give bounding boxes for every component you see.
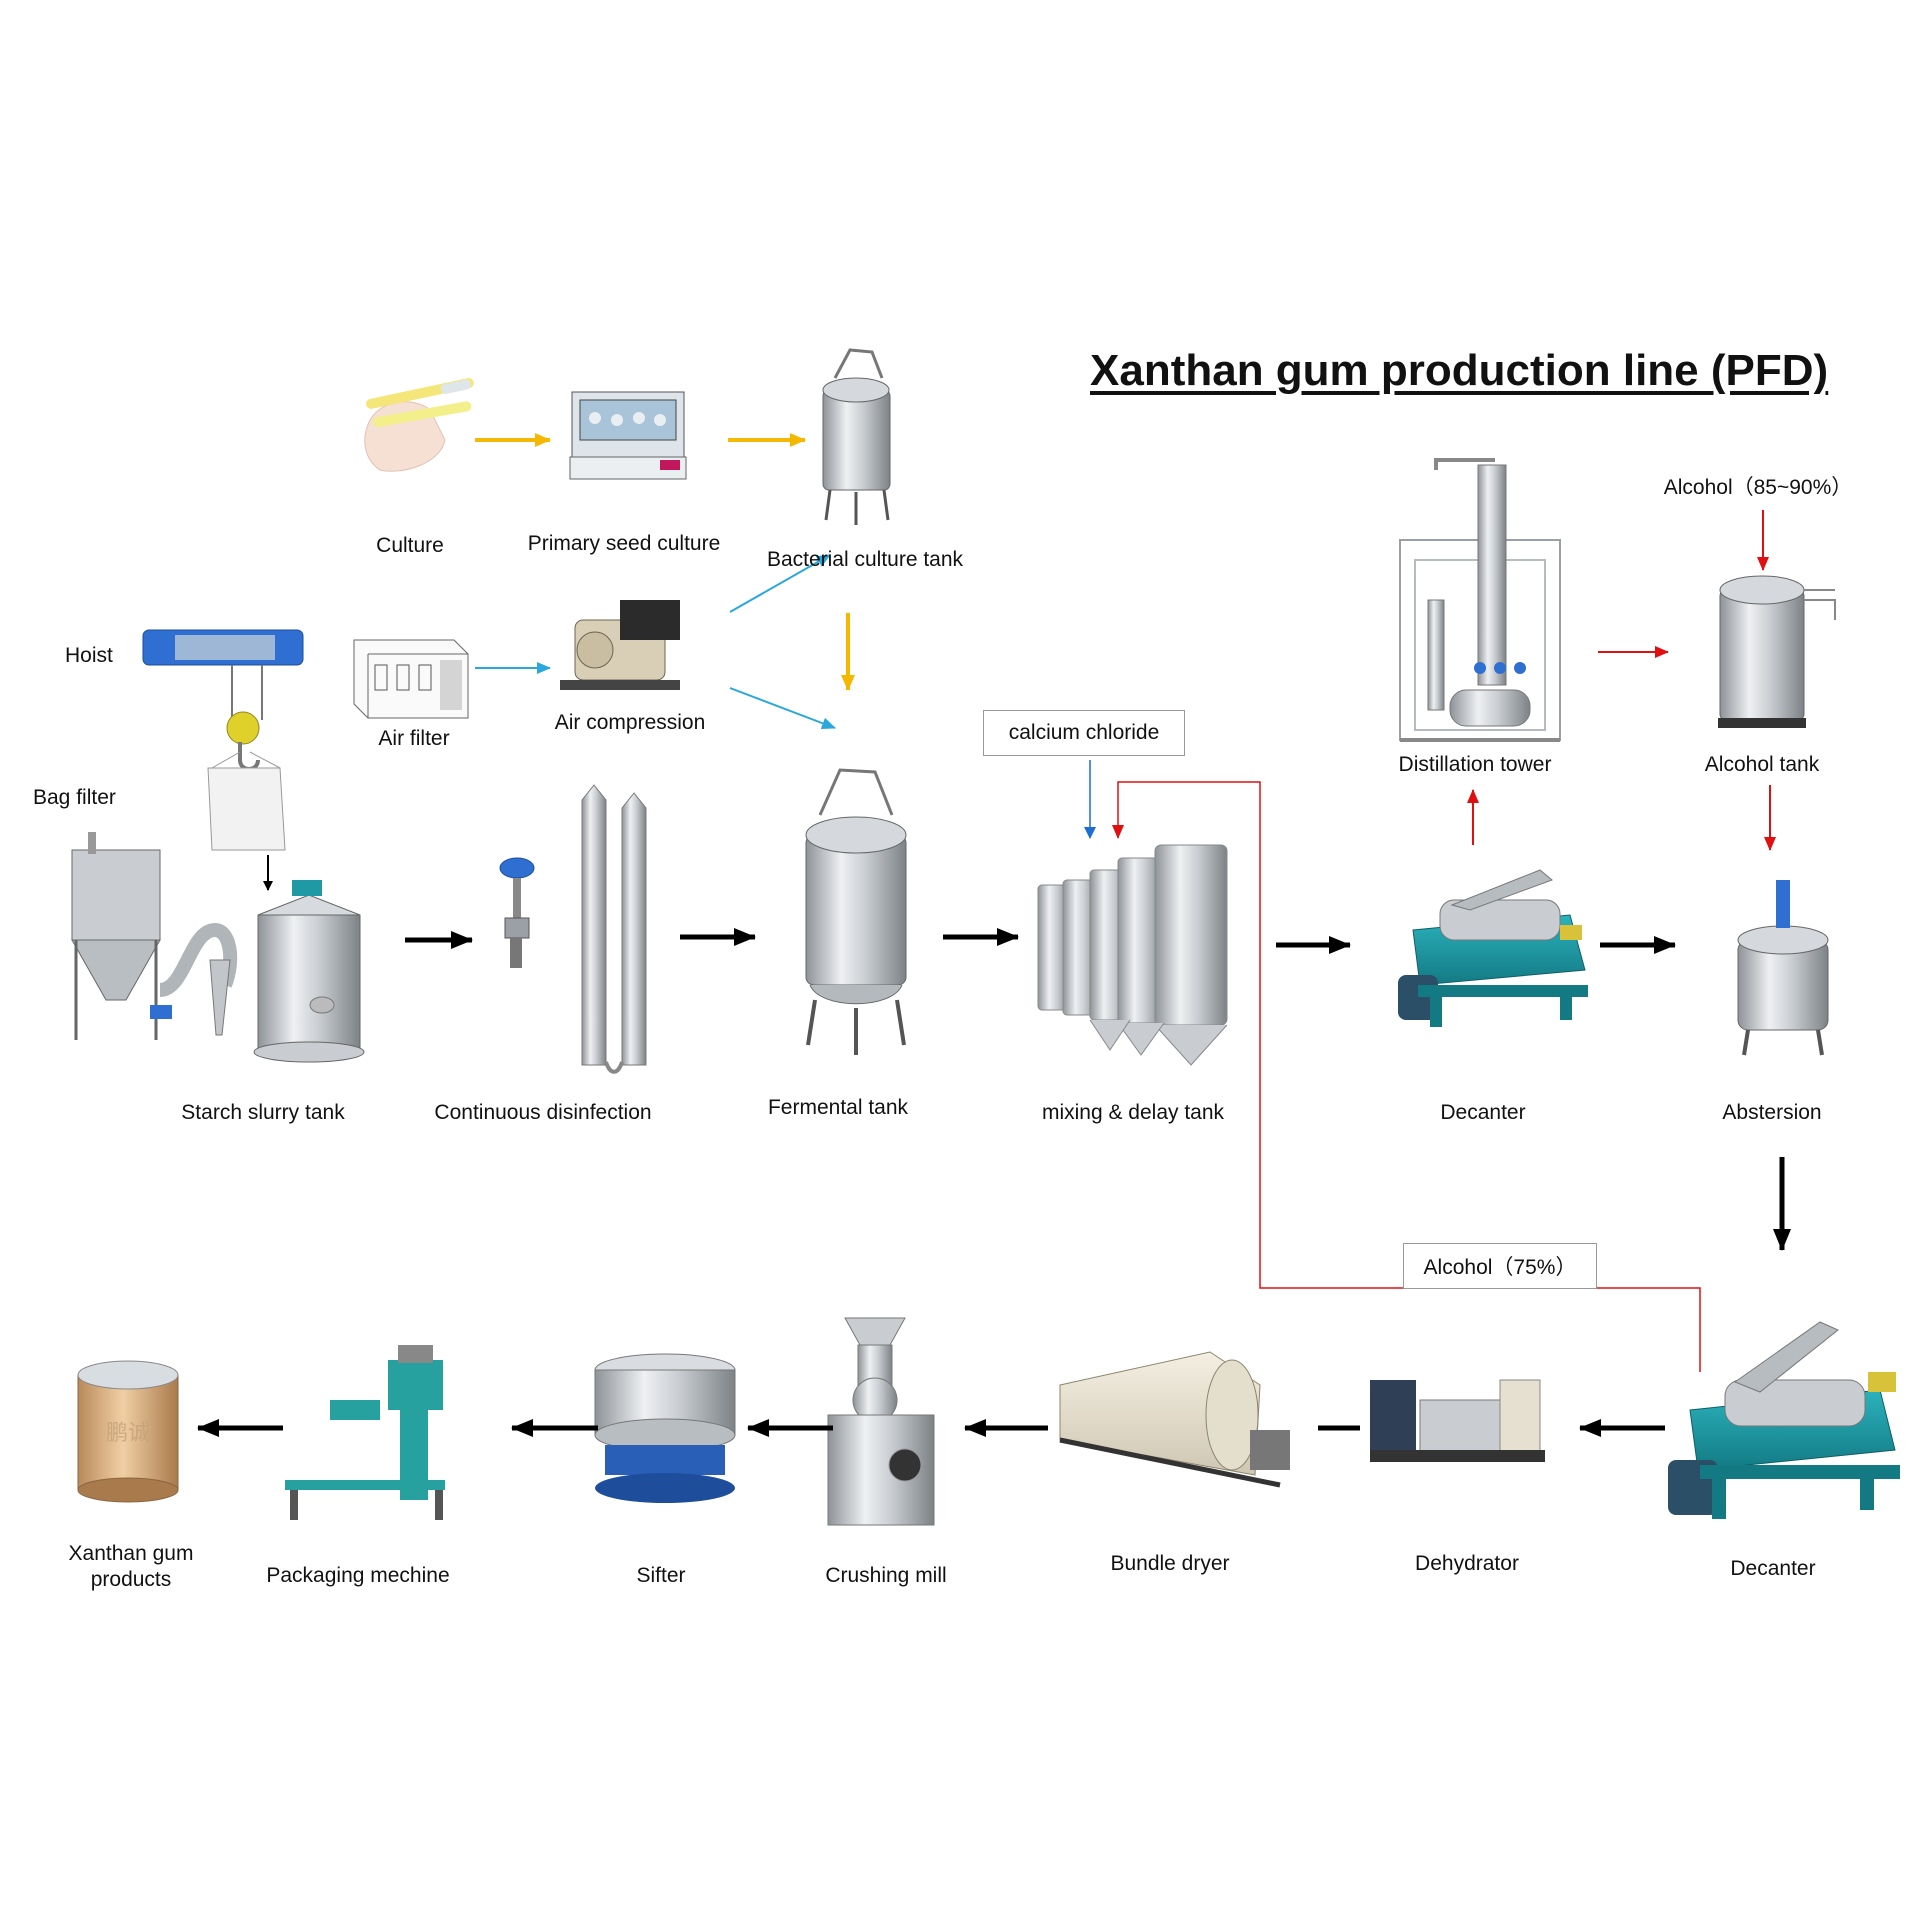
continuous-disinfection-illustration [581,784,647,1074]
abstersion-tank-illustration [1737,880,1829,1056]
bacterial-culture-tank-illustration [822,348,891,525]
alcohol-75-return-line [1112,781,1701,1372]
alcohol-tank-illustration [1718,575,1836,728]
label-dehydrator: Dehydrator [1415,1552,1519,1575]
bundle-dryer-illustration [1059,1351,1290,1488]
control-valve-illustration [499,857,535,968]
label-primary-seed-culture: Primary seed culture [527,532,721,555]
label-air-compression: Air compression [554,711,706,734]
label-abstersion: Abstersion [1722,1101,1822,1124]
distillation-tower-illustration [1399,458,1561,742]
label-alcohol-tank: Alcohol tank [1704,753,1820,776]
decanter-2-illustration [1668,1321,1900,1519]
drum-mark: 鹏诚 [106,1421,150,1446]
label-packaging-mechine: Packaging mechine [266,1564,450,1587]
label-distillation-tower: Distillation tower [1398,753,1552,776]
label-bag-filter: Bag filter [33,786,116,809]
packaging-machine-illustration [285,1345,445,1520]
label-starch-slurry-tank: Starch slurry tank [181,1101,345,1124]
label-continuous-disinfection: Continuous disinfection [434,1101,652,1124]
air-filter-illustration [353,639,469,719]
label-crushing-mill: Crushing mill [825,1564,947,1587]
label-sifter: Sifter [636,1564,686,1587]
arrow-compressor-to-fermental [729,687,836,729]
primary-seed-culture-illustration [569,391,687,480]
label-bundle-dryer: Bundle dryer [1110,1552,1230,1575]
sifter-illustration [594,1353,736,1503]
product-drum-illustration: 鹏诚 [77,1360,179,1503]
page-title: Xanthan gum production line (PFD) [1090,346,1829,395]
label-culture: Culture [376,534,444,557]
culture-illustration [364,378,474,472]
calcium-chloride-box: calcium chloride [983,710,1185,756]
dehydrator-illustration [1370,1379,1545,1462]
label-alcohol-85-90: Alcohol（85~90%） [1663,476,1853,499]
bag-filter-illustration [71,832,238,1040]
label-decanter-1: Decanter [1440,1101,1526,1124]
crushing-mill-illustration [827,1317,935,1526]
label-xanthan-gum-products-line1: Xanthan gum [68,1542,194,1565]
label-hoist: Hoist [65,644,113,667]
decanter-1-illustration [1398,869,1588,1027]
label-decanter-2: Decanter [1730,1557,1816,1580]
label-mixing-delay-tank: mixing & delay tank [1041,1101,1225,1124]
mixing-delay-tanks-illustration [1037,844,1228,1066]
air-compressor-illustration [560,600,680,690]
label-xanthan-gum-products-line2: products [90,1568,172,1591]
label-air-filter: Air filter [378,727,450,750]
label-bacterial-culture-tank: Bacterial culture tank [766,548,964,571]
starch-slurry-tank-illustration [253,880,365,1063]
fermental-tank-illustration [805,768,907,1055]
arrow-compressor-to-bacterial [729,554,831,613]
label-fermental-tank: Fermental tank [767,1096,909,1119]
hoist-illustration [142,629,304,851]
alcohol-75-box: Alcohol（75%） [1403,1243,1597,1289]
